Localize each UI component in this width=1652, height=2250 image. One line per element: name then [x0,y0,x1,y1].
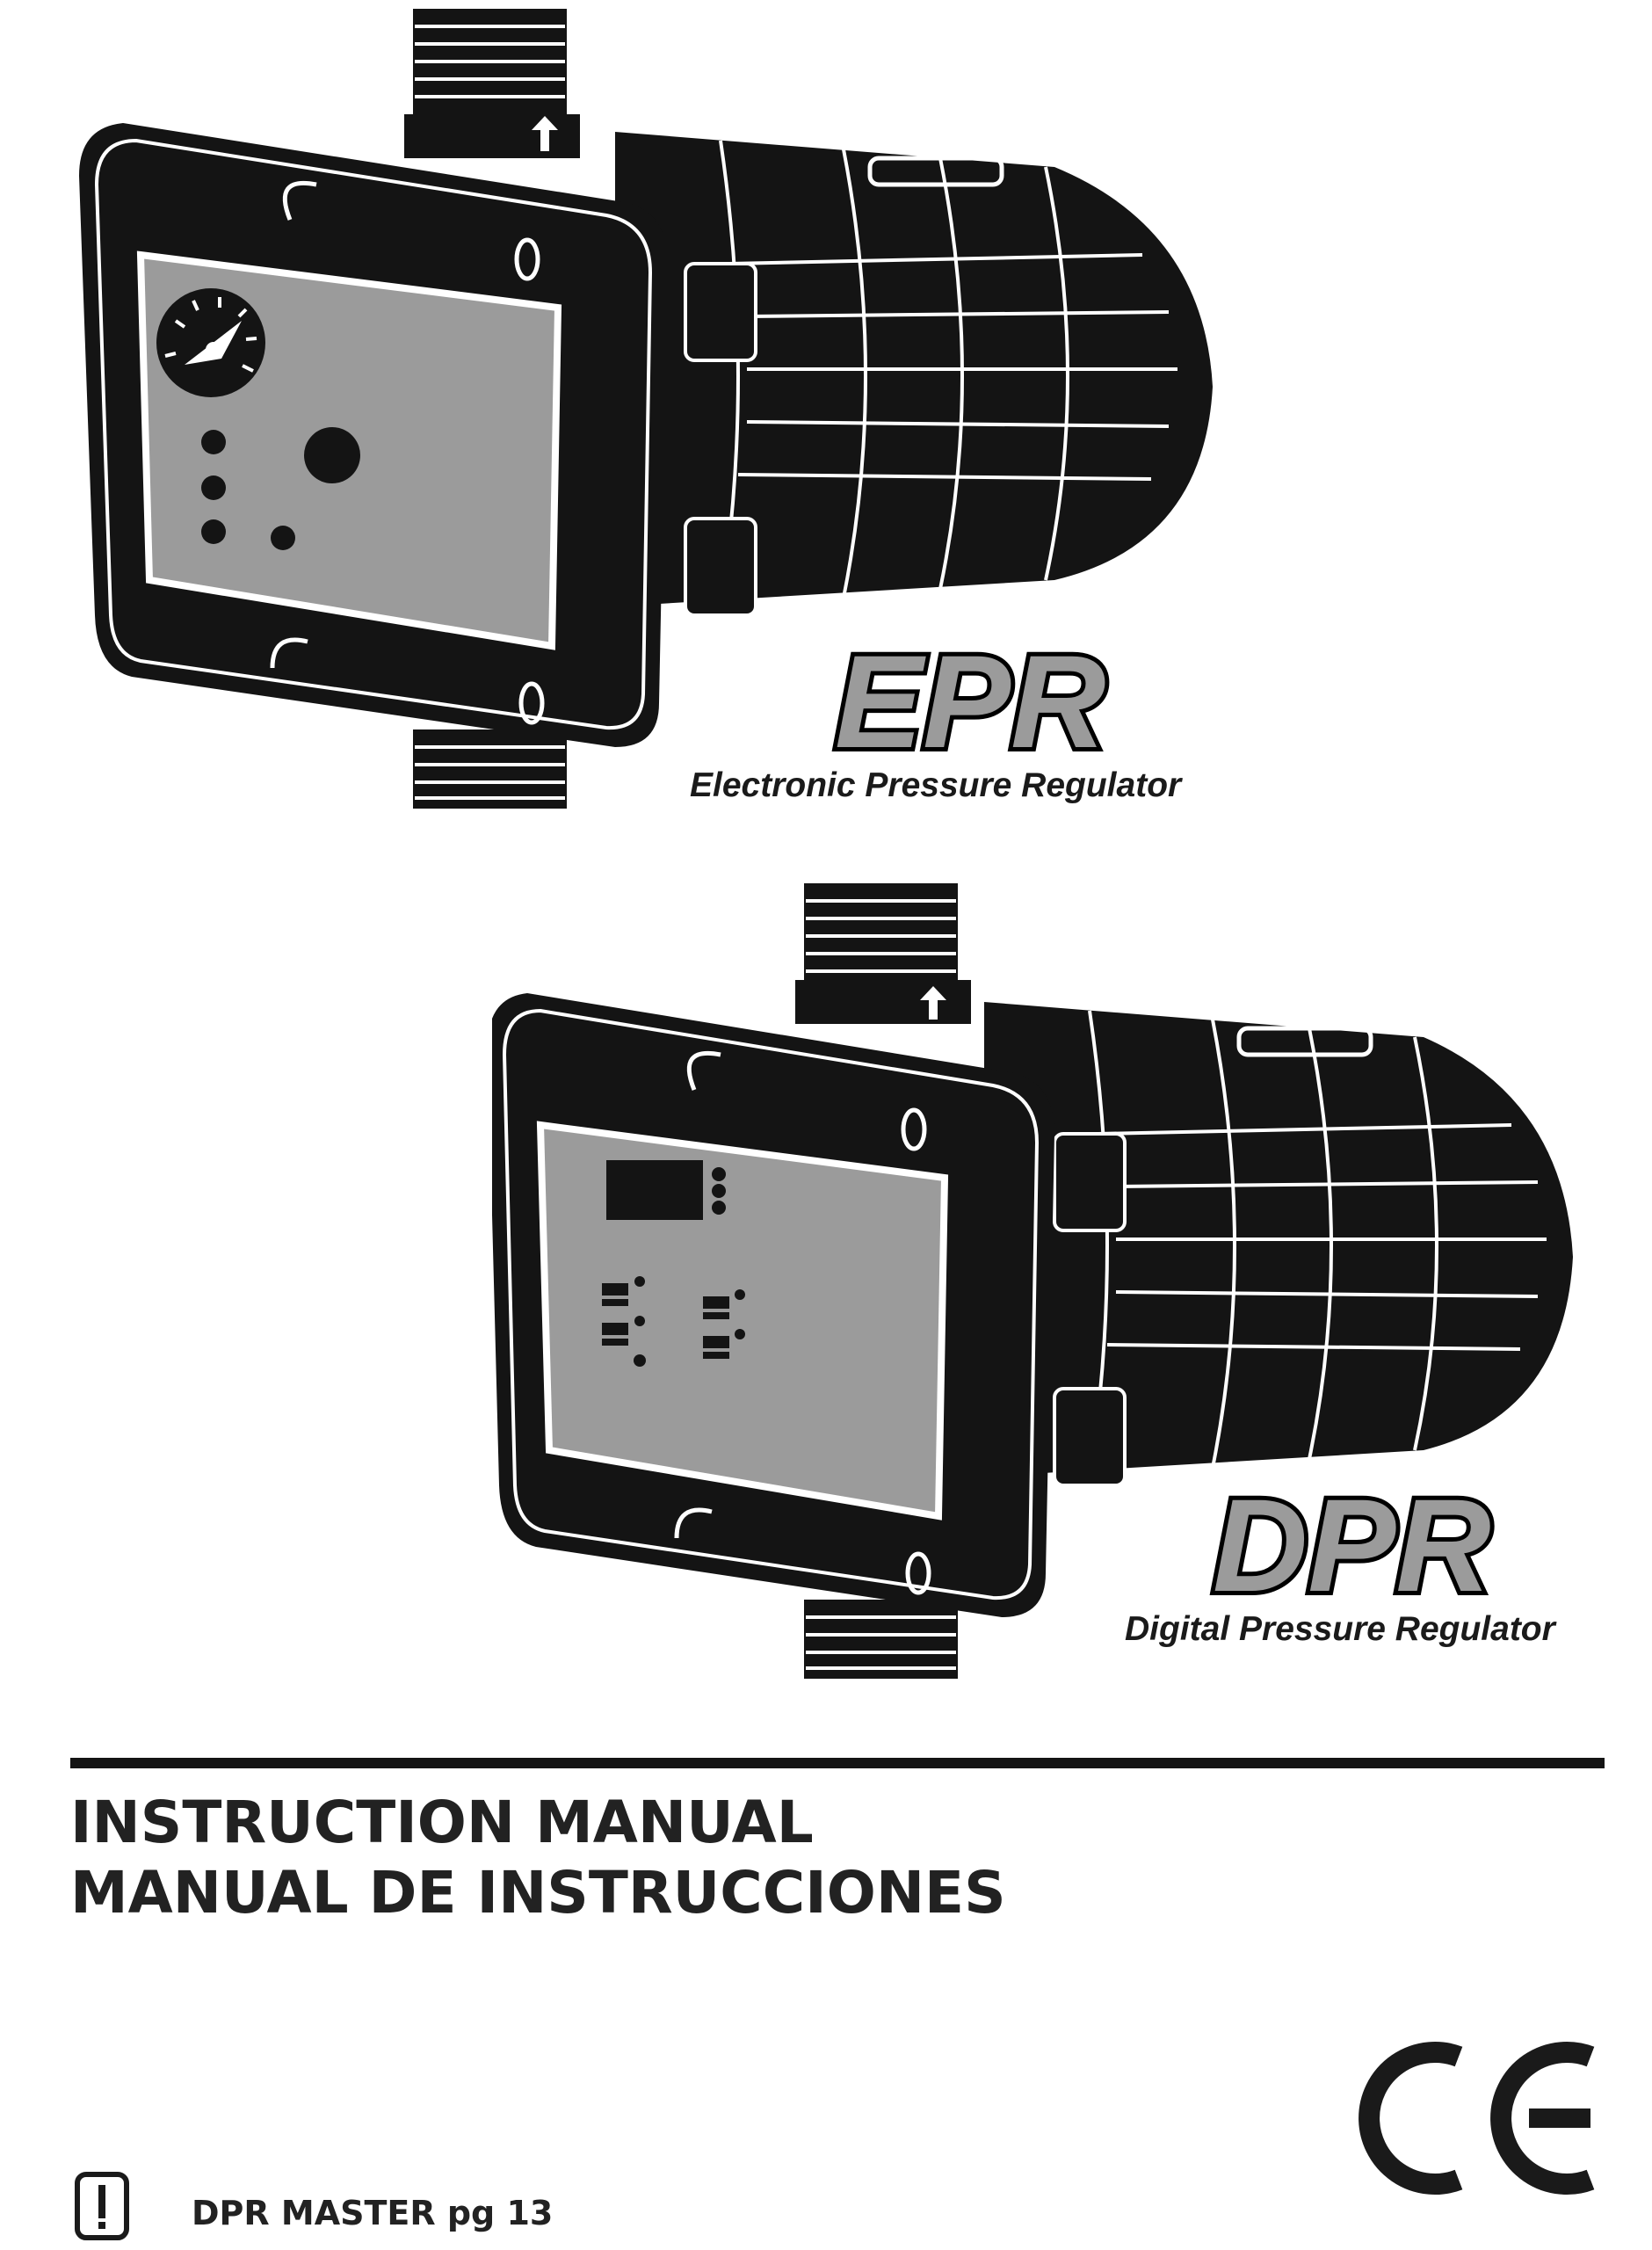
epr-logo: EPR [830,633,1110,765]
side-bolts [684,262,757,617]
pressure-gauge-icon [156,288,265,397]
keypad-right [703,1289,745,1359]
dpr-subtitle: Digital Pressure Regulator [1125,1610,1555,1648]
keypad-left [602,1276,646,1367]
epr-logo-text: EPR [835,633,1105,765]
indicator-led [201,430,226,454]
epr-subtitle: Electronic Pressure Regulator [690,766,1182,804]
motor-housing [984,1002,1573,1477]
top-pipe-fitting [795,883,971,1024]
dpr-logo: DPR [1208,1477,1496,1608]
bottom-pipe-fitting [413,729,567,809]
warning-box-icon [75,2172,129,2240]
dpr-logo-text: DPR [1213,1477,1491,1608]
indicator-led [201,475,226,500]
digital-display-screen [606,1160,703,1220]
top-pipe-fitting [404,9,580,158]
dpr-front-panel [536,1121,949,1521]
ce-mark: CE [1327,2030,1595,2195]
dpr-device-illustration [492,879,1634,1688]
epr-device-illustration [53,0,1301,817]
title-english: INSTRUCTION MANUAL [70,1789,814,1856]
bottom-pipe-fitting [804,1600,958,1679]
title-spanish: MANUAL DE INSTRUCCIONES [70,1859,1006,1927]
ce-mark-label: CE [1327,2030,1329,2031]
title-divider [70,1758,1605,1768]
side-bolts [1053,1132,1127,1487]
indicator-led [201,519,226,544]
epr-front-panel [136,250,562,650]
indicator-led [271,526,295,550]
footer-note: DPR MASTER pg 13 [192,2194,554,2232]
motor-housing [615,132,1213,607]
reset-button [304,427,360,483]
